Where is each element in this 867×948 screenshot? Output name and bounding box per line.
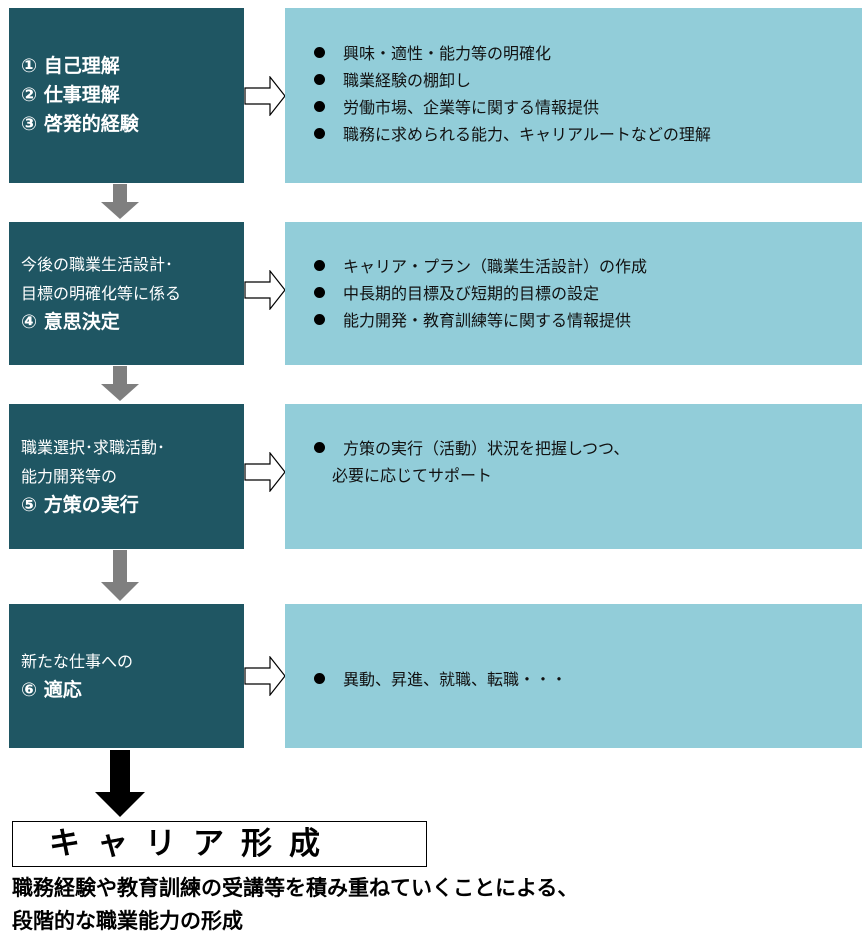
stage-box-1: ① 自己理解 ② 仕事理解 ③ 啓発的経験 — [9, 8, 244, 183]
right-arrow-icon — [244, 452, 286, 492]
bullet-icon — [314, 442, 325, 453]
detail-1-item-3: 労働市場、企業等に関する情報提供 — [314, 94, 862, 121]
stage-3-line-1: 職業選択･求職活動･ — [21, 438, 166, 457]
detail-1-item-1: 興味・適性・能力等の明確化 — [314, 40, 862, 67]
detail-box-3: 方策の実行（活動）状況を把握しつつ、 必要に応じてサポート — [285, 404, 862, 549]
down-arrow-icon — [101, 184, 139, 219]
stage-1-line-2: ② 仕事理解 — [21, 84, 120, 106]
detail-1-item-2: 職業経験の棚卸し — [314, 67, 862, 94]
description-line-1: 職務経験や教育訓練の受講等を積み重ねていくことによる、 — [12, 876, 579, 900]
final-down-arrow-icon — [95, 750, 145, 817]
bullet-icon — [314, 287, 325, 298]
detail-box-2: キャリア・プラン（職業生活設計）の作成 中長期的目標及び短期的目標の設定 能力開… — [285, 222, 862, 365]
stage-1-line-1: ① 自己理解 — [21, 55, 120, 77]
stage-4-line-2: ⑥ 適応 — [21, 679, 82, 701]
career-formation-description: 職務経験や教育訓練の受講等を積み重ねていくことによる、 段階的な職業能力の形成 — [12, 872, 578, 938]
right-arrow-icon — [244, 270, 286, 310]
down-arrow-icon — [101, 366, 139, 401]
detail-3-item-1: 方策の実行（活動）状況を把握しつつ、 — [314, 435, 862, 462]
stage-4-line-1: 新たな仕事への — [21, 652, 134, 671]
stage-3-line-2: 能力開発等の — [21, 467, 118, 486]
detail-2-item-1: キャリア・プラン（職業生活設計）の作成 — [314, 253, 862, 280]
bullet-icon — [314, 260, 325, 271]
bullet-icon — [314, 47, 325, 58]
description-line-2: 段階的な職業能力の形成 — [12, 909, 243, 933]
down-arrow-icon — [101, 550, 139, 601]
stage-box-2: 今後の職業生活設計･ 目標の明確化等に係る ④ 意思決定 — [9, 222, 244, 365]
stage-2-line-2: 目標の明確化等に係る — [21, 284, 182, 303]
bullet-icon — [314, 101, 325, 112]
stage-3-line-3: ⑤ 方策の実行 — [21, 494, 139, 516]
detail-2-item-3: 能力開発・教育訓練等に関する情報提供 — [314, 307, 862, 334]
stage-2-line-3: ④ 意思決定 — [21, 311, 120, 333]
stage-box-3: 職業選択･求職活動･ 能力開発等の ⑤ 方策の実行 — [9, 404, 244, 549]
detail-4-item-1: 異動、昇進、就職、転職・・・ — [314, 666, 862, 693]
right-arrow-icon — [244, 76, 286, 116]
stage-2-line-1: 今後の職業生活設計･ — [21, 255, 174, 274]
detail-2-item-2: 中長期的目標及び短期的目標の設定 — [314, 280, 862, 307]
bullet-icon — [314, 74, 325, 85]
right-arrow-icon — [244, 656, 286, 696]
detail-3-item-1-continuation: 必要に応じてサポート — [332, 466, 493, 485]
bullet-icon — [314, 314, 325, 325]
career-formation-title: キャリア形成 — [12, 821, 427, 867]
bullet-icon — [314, 673, 325, 684]
stage-1-line-3: ③ 啓発的経験 — [21, 113, 139, 135]
stage-box-4: 新たな仕事への ⑥ 適応 — [9, 604, 244, 748]
detail-box-4: 異動、昇進、就職、転職・・・ — [285, 604, 862, 748]
detail-box-1: 興味・適性・能力等の明確化 職業経験の棚卸し 労働市場、企業等に関する情報提供 … — [285, 8, 862, 183]
detail-1-item-4: 職務に求められる能力、キャリアルートなどの理解 — [314, 121, 862, 148]
bullet-icon — [314, 128, 325, 139]
